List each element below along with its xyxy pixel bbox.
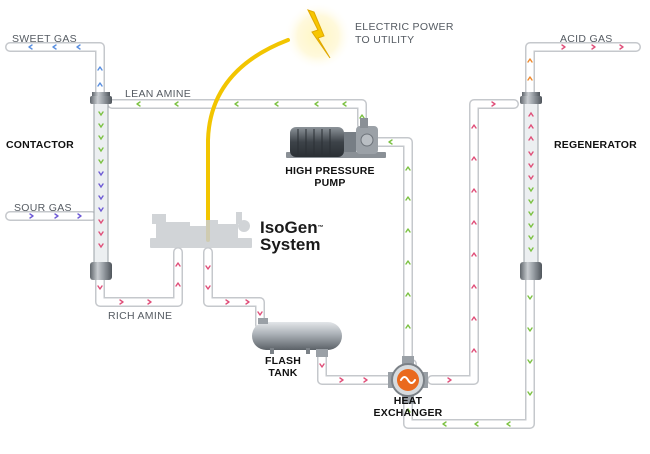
- sweet-gas-label: SWEET GAS: [12, 33, 77, 45]
- flash-tank-line1: FLASH: [265, 355, 301, 367]
- heat-exchanger-label: HEAT EXCHANGER: [368, 395, 448, 419]
- flash-tank-line2: TANK: [268, 367, 298, 379]
- electric-power-line: [206, 2, 352, 242]
- lean-amine-label: LEAN AMINE: [125, 88, 192, 100]
- electric-power-line2: TO UTILITY: [355, 34, 415, 46]
- electric-power-label: ELECTRIC POWER TO UTILITY: [355, 21, 454, 47]
- flash-tank-label: FLASH TANK: [258, 355, 308, 379]
- isogen-line2: System: [260, 235, 321, 254]
- isogen-line1: IsoGen™: [260, 218, 324, 237]
- wave-icon: [400, 376, 416, 384]
- lightning-bolt-icon: [307, 9, 331, 59]
- heat-exchanger: [388, 356, 428, 404]
- isogen-machine: [150, 212, 252, 248]
- heat-exchanger-line1: HEAT: [393, 395, 423, 407]
- electric-power-line1: ELECTRIC POWER: [355, 21, 454, 33]
- high-pressure-pump: [286, 118, 386, 158]
- regenerator-column: [520, 92, 542, 280]
- contactor-label: CONTACTOR: [6, 139, 74, 151]
- contactor-arrows: [98, 111, 104, 249]
- flash-tank: [252, 318, 342, 357]
- sour-gas-label: SOUR GAS: [14, 202, 72, 214]
- hp-pump-label: HIGH PRESSURE PUMP: [281, 165, 379, 189]
- hp-pump-line2: PUMP: [314, 177, 346, 189]
- hp-pump-line1: HIGH PRESSURE: [285, 165, 375, 177]
- trademark: ™: [317, 225, 324, 231]
- flow-arrows: [28, 44, 624, 427]
- isogen-logo: IsoGen™ System: [260, 219, 324, 253]
- regenerator-arrows: [528, 111, 534, 253]
- contactor-column: [90, 92, 112, 280]
- acid-gas-label: ACID GAS: [560, 33, 613, 45]
- regenerator-label: REGENERATOR: [554, 139, 637, 151]
- heat-exchanger-line2: EXCHANGER: [373, 407, 443, 419]
- rich-amine-label: RICH AMINE: [108, 310, 173, 322]
